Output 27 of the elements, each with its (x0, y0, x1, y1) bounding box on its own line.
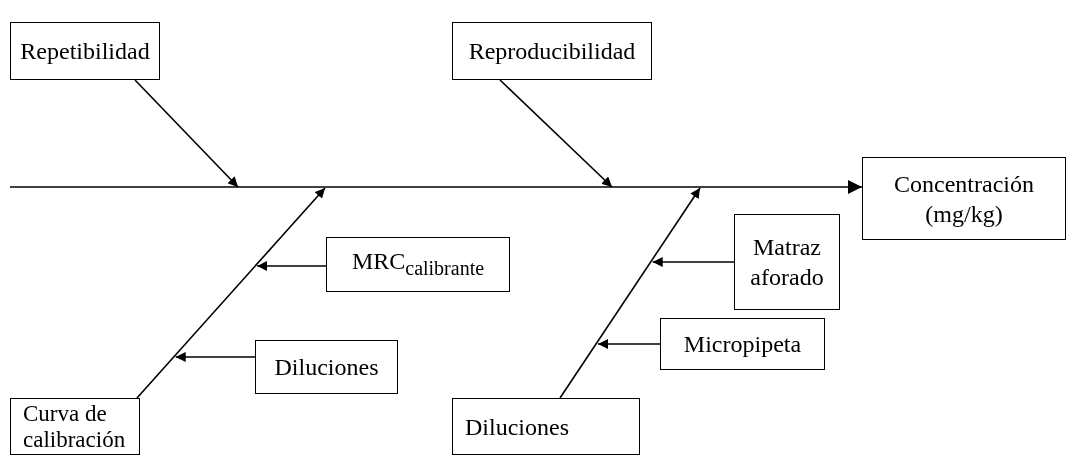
spine-arrow (9, 180, 863, 194)
arrow (256, 261, 327, 271)
cause-label: MRC$_{calibrante}$ (351, 247, 485, 281)
cause-label: Curva de calibración (23, 400, 127, 453)
cause-box (326, 237, 510, 292)
cause-label: Matraz aforado (749, 233, 825, 292)
cause-label: Reproducibilidad (468, 37, 636, 66)
arrow (559, 187, 701, 399)
cause-box (452, 398, 640, 455)
arrow (174, 352, 256, 362)
cause-box (660, 318, 825, 370)
arrow (134, 79, 239, 188)
arrow (136, 187, 326, 399)
cause-label: Diluciones (274, 353, 379, 382)
cause-box (255, 340, 398, 394)
cause-box (10, 22, 160, 80)
cause-box (862, 157, 1066, 240)
cause-label: Diluciones (465, 412, 569, 442)
cause-box (452, 22, 652, 80)
cause-box (734, 214, 840, 310)
cause-label: Micropipeta (683, 330, 802, 359)
arrow (651, 257, 735, 267)
arrow (597, 339, 661, 349)
cause-label: Repetibilidad (20, 37, 150, 66)
cause-label: Concentración (mg/kg) (893, 169, 1035, 229)
cause-box (10, 398, 140, 455)
arrow (499, 79, 613, 188)
